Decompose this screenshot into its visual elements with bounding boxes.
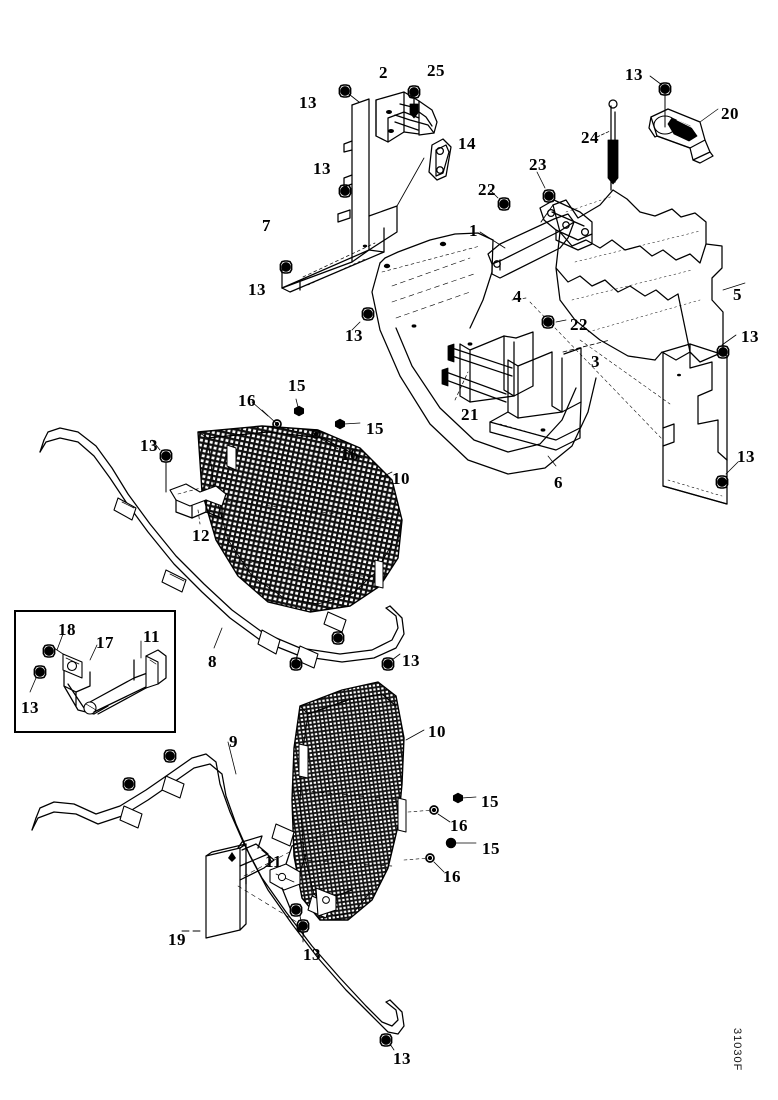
callout-16: 16 [341, 445, 359, 464]
callout-23: 23 [529, 155, 547, 174]
callout-10: 10 [428, 722, 446, 741]
callout-10: 10 [392, 469, 410, 488]
drawing-id: 31030F [731, 1028, 743, 1072]
callout-2: 2 [379, 63, 388, 82]
callout-13: 13 [21, 698, 39, 717]
callout-13: 13 [345, 326, 363, 345]
callout-7: 7 [262, 216, 271, 235]
callout-22: 22 [570, 315, 588, 334]
callout-13: 13 [313, 159, 331, 178]
callout-19: 19 [168, 930, 186, 949]
callout-6: 6 [554, 473, 563, 492]
callout-11: 11 [143, 627, 161, 646]
callout-18: 18 [58, 620, 76, 639]
callout-17: 17 [96, 633, 114, 652]
callout-13: 13 [303, 945, 321, 964]
callout-15: 15 [288, 376, 306, 395]
callout-15: 15 [482, 839, 500, 858]
callout-15: 15 [481, 792, 499, 811]
callout-9: 9 [229, 732, 238, 751]
callout-13: 13 [402, 651, 420, 670]
callout-24: 24 [581, 128, 599, 147]
callout-15: 15 [366, 419, 384, 438]
callout-13: 13 [625, 65, 643, 84]
callout-1: 1 [469, 221, 478, 240]
callout-13: 13 [140, 436, 158, 455]
callout-13: 13 [737, 447, 755, 466]
callout-14: 14 [458, 134, 476, 153]
callout-12: 12 [192, 526, 210, 545]
callout-13: 13 [248, 280, 266, 299]
callout-13: 13 [299, 93, 317, 112]
callout-5: 5 [733, 285, 742, 304]
callout-21: 21 [461, 405, 479, 424]
callout-4: 4 [513, 287, 522, 306]
callout-16: 16 [238, 391, 256, 410]
callout-3: 3 [591, 352, 600, 371]
detail-inset-box [14, 610, 176, 733]
callout-16: 16 [450, 816, 468, 835]
callout-22: 22 [478, 180, 496, 199]
callout-8: 8 [208, 652, 217, 671]
callout-25: 25 [427, 61, 445, 80]
callout-13: 13 [393, 1049, 411, 1068]
callout-11: 11 [265, 852, 283, 871]
callout-13: 13 [741, 327, 759, 346]
callout-20: 20 [721, 104, 739, 123]
callout-16: 16 [443, 867, 461, 886]
